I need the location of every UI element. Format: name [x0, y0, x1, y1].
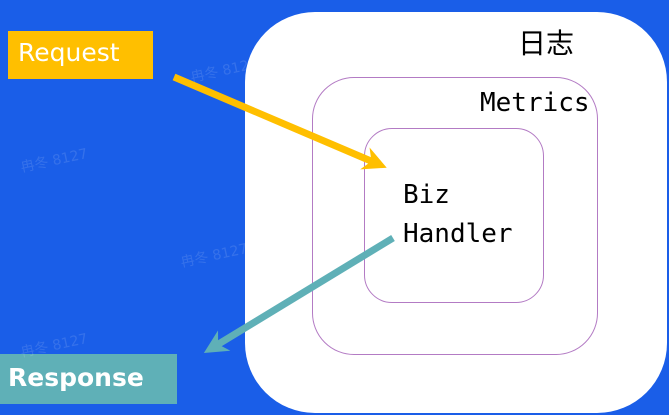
biz-handler-label-line2: Handler	[403, 219, 513, 249]
request-arrow	[172, 73, 387, 170]
metrics-layer	[312, 77, 598, 355]
biz-handler-layer	[364, 128, 544, 303]
request-tag: Request	[8, 31, 153, 79]
response-tag: Response	[0, 354, 177, 404]
biz-handler-label-line1: Biz	[403, 180, 450, 210]
response-arrow	[203, 235, 395, 353]
log-layer	[245, 12, 667, 413]
log-layer-label: 日志	[518, 27, 575, 60]
metrics-layer-label: Metrics	[480, 88, 590, 118]
